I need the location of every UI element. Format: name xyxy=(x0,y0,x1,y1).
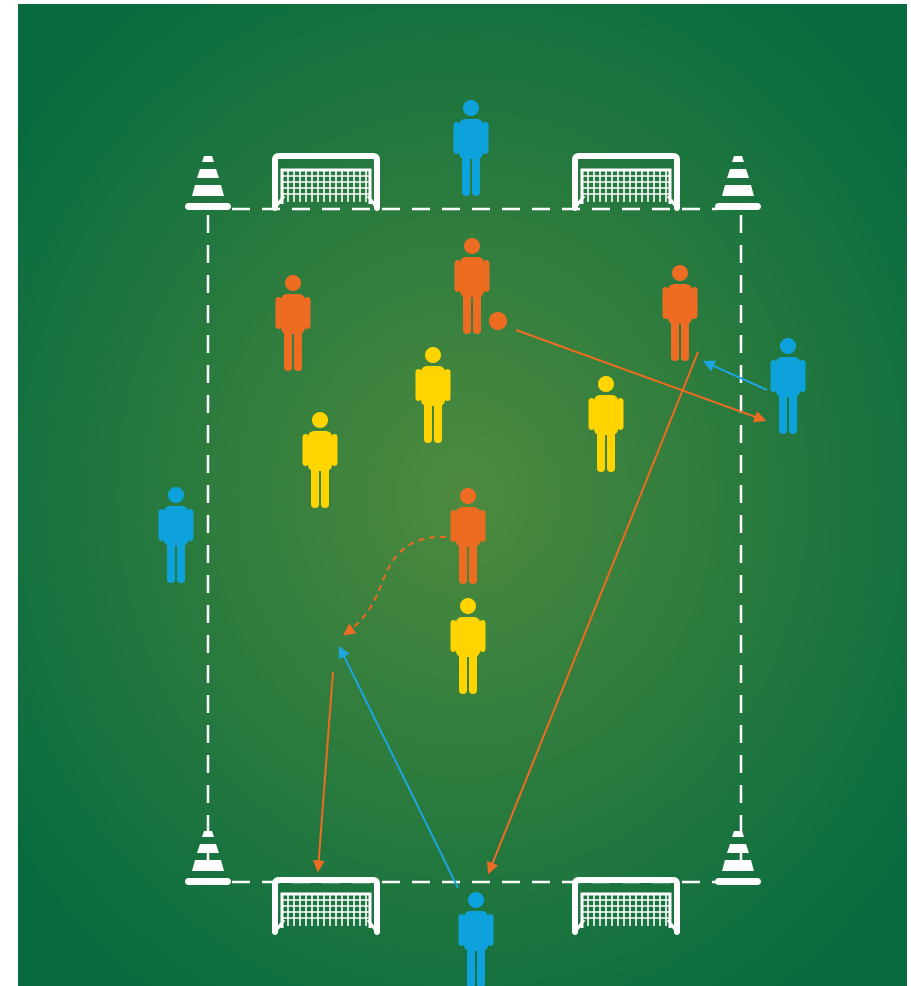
ball-icon xyxy=(489,312,507,330)
